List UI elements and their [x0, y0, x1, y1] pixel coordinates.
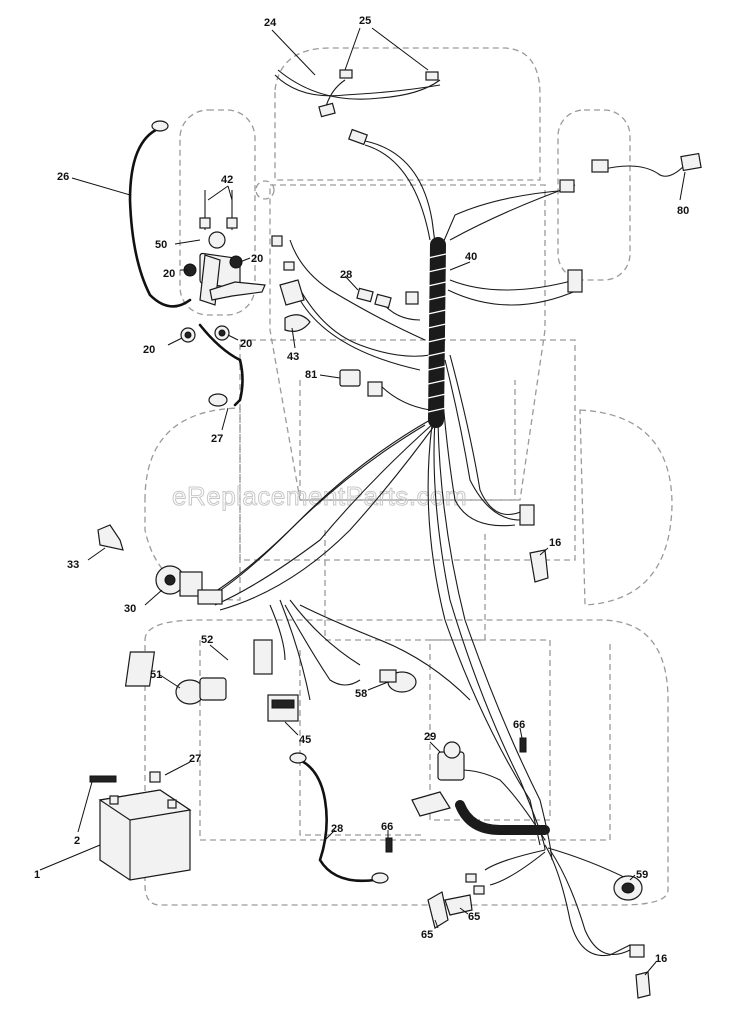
callout-20-d: 20 [240, 338, 252, 350]
connector-right-a [559, 179, 575, 193]
callout-2: 2 [74, 835, 80, 847]
callout-65: 65 [468, 911, 480, 923]
terminal-28b [371, 872, 389, 884]
callout-24: 26 [57, 171, 69, 183]
leader-lines [39, 27, 686, 976]
callout-51: 52 [201, 634, 213, 646]
callout-50: 51 [150, 669, 162, 681]
callout-66-a: 66 [513, 719, 525, 731]
terminal-59b [473, 885, 485, 895]
callout-22: 25 [359, 15, 371, 27]
callout-labels: 24 25 26 42 50 20 20 20 20 43 27 28 40 8… [34, 15, 689, 965]
callout-45: 45 [299, 734, 311, 746]
callout-26: 28 [340, 269, 352, 281]
bolt-66a [519, 737, 527, 753]
connector-top [348, 128, 368, 146]
callout-16-a: 16 [549, 537, 561, 549]
battery-1 [98, 789, 192, 881]
terminal-59a [465, 873, 477, 883]
callout-42: 43 [287, 351, 299, 363]
battery-cable-28 [298, 758, 377, 883]
callout-25: 27 [211, 433, 223, 445]
connector-21 [318, 102, 336, 118]
terminal-24 [151, 120, 169, 132]
nut-20b [229, 255, 243, 269]
callout-20-c: 20 [143, 344, 155, 356]
conduit-40 [427, 237, 550, 835]
fuse-holder-42 [279, 279, 305, 306]
nut-27 [149, 771, 161, 783]
switch-50 [175, 677, 227, 705]
callout-21: 24 [264, 17, 277, 29]
callout-52: 58 [355, 688, 367, 700]
connector-42b [283, 261, 295, 271]
callout-20-b: 20 [251, 253, 263, 265]
relay-81b [367, 381, 383, 397]
tractor-ghost-outline [144, 47, 673, 906]
connector-26b [374, 293, 392, 309]
callout-81: 81 [305, 369, 317, 381]
connector-22a [339, 69, 353, 79]
connector-26c [405, 291, 419, 305]
callout-30: 30 [124, 603, 136, 615]
connector-16b-clip [635, 971, 651, 999]
plate-51 [124, 651, 156, 687]
connector-58 [613, 875, 643, 901]
switch-59 [427, 891, 449, 929]
connector-26a [356, 287, 374, 303]
connector-80 [680, 152, 702, 172]
callout-80: 80 [677, 205, 689, 217]
connector-22b [425, 71, 439, 81]
callout-40: 40 [465, 251, 477, 263]
callout-59: 65 [421, 929, 433, 941]
callout-27: 27 [189, 753, 201, 765]
ignition-switch-30 [155, 565, 223, 605]
connector-80b [591, 159, 609, 173]
main-harness-wires [204, 69, 686, 957]
fuel-solenoid-29 [437, 741, 465, 781]
callout-41: 42 [221, 174, 233, 186]
battery-cables [128, 126, 377, 883]
bolt-66b [385, 837, 393, 853]
connector-42a [271, 235, 283, 247]
watermark-text: eReplacementParts.com [172, 481, 467, 511]
callout-43: 50 [155, 239, 167, 251]
terminal-25 [208, 393, 228, 407]
ground-cable-24 [128, 126, 192, 308]
callout-20-a: 20 [163, 268, 175, 280]
fuse-holder-42b [284, 314, 311, 332]
switch-65 [444, 894, 473, 916]
callout-28: 28 [331, 823, 343, 835]
relay-81 [339, 369, 361, 387]
callout-1: 1 [34, 869, 40, 881]
callout-66-b: 66 [381, 821, 393, 833]
bracket-33 [97, 524, 124, 551]
callout-58: 59 [636, 869, 648, 881]
components [89, 69, 702, 999]
connector-16 [529, 549, 549, 583]
connector-right-b [567, 269, 583, 293]
terminal-28a [289, 752, 307, 764]
connector-16b [629, 944, 645, 958]
callout-29: 29 [424, 731, 436, 743]
callout-16-b: 16 [655, 953, 667, 965]
connector-51 [253, 639, 273, 675]
socket-52 [379, 669, 397, 683]
starter-cable-25 [198, 323, 244, 407]
callout-33: 33 [67, 559, 79, 571]
bolt-2 [89, 775, 117, 783]
connector-16a [519, 504, 535, 526]
ground-strap [209, 281, 266, 301]
connector-29b [411, 791, 451, 817]
